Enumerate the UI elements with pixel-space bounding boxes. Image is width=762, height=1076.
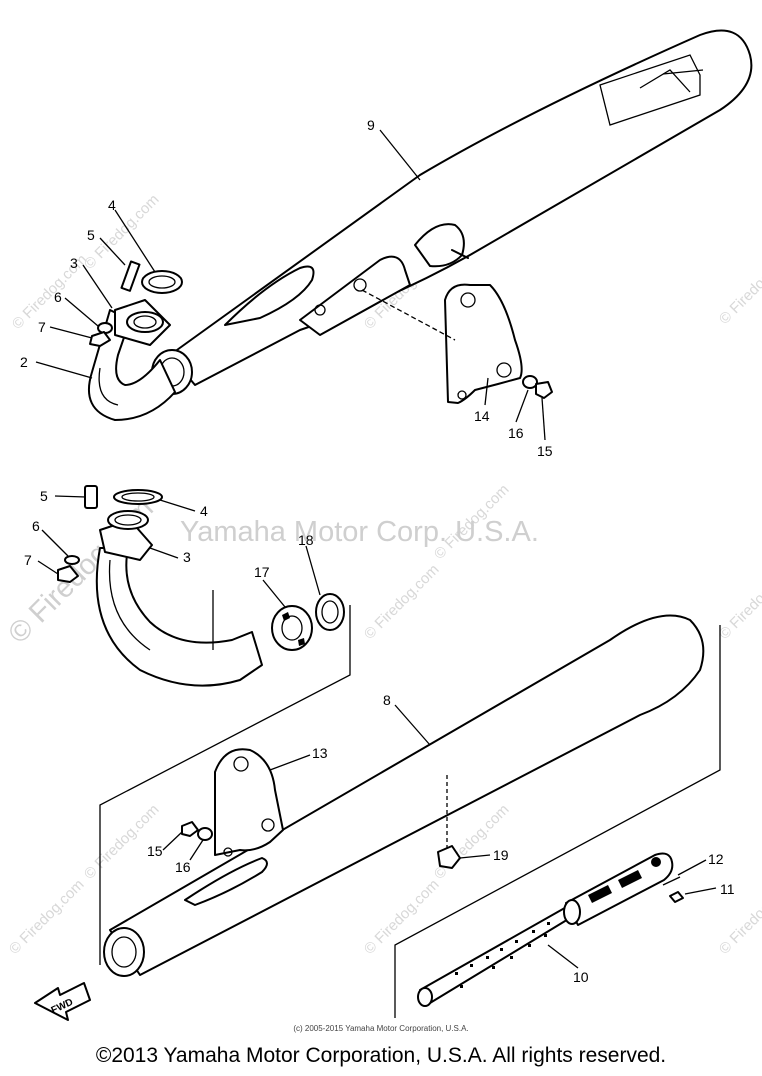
bracket-13 (214, 748, 284, 857)
callout-19: 19 (493, 847, 509, 863)
gasket-4-top (141, 270, 183, 294)
callout-5-top: 5 (87, 227, 95, 243)
callout-6-mid: 6 (32, 518, 40, 534)
callout-6-top: 6 (54, 289, 62, 305)
watermark-firedog: © Firedog.com (9, 251, 91, 333)
watermark-firedog: © Firedog.com (81, 801, 163, 883)
callout-11: 11 (720, 881, 735, 897)
callout-9: 9 (367, 117, 375, 133)
washer-12 (662, 876, 681, 886)
bolt-19 (437, 845, 461, 869)
watermark-firedog: © Firedog.com (716, 246, 762, 328)
callout-7-mid: 7 (24, 552, 32, 568)
callout-8: 8 (383, 692, 391, 708)
callout-14: 14 (474, 408, 490, 424)
nut-7-top (89, 331, 111, 347)
callout-17: 17 (254, 564, 270, 580)
callout-12: 12 (708, 851, 724, 867)
callout-4-mid: 4 (200, 503, 208, 519)
flange-3-mid (99, 510, 153, 561)
stud-5-mid (84, 485, 98, 509)
gasket-4-mid (113, 489, 163, 505)
washer-6-mid (64, 555, 80, 565)
footer-copyright: ©2013 Yamaha Motor Corporation, U.S.A. A… (95, 1044, 667, 1067)
exhaust-pipe-lower (95, 547, 263, 687)
screw-11 (669, 891, 684, 903)
callout-3-mid: 3 (183, 549, 191, 565)
callout-2: 2 (20, 354, 28, 370)
nut-15-bot (181, 821, 199, 837)
callout-3-top: 3 (70, 255, 78, 271)
washer-6-top (97, 322, 113, 334)
gasket-18-inner (321, 600, 339, 624)
watermark-firedog: © Firedog.com (361, 876, 443, 958)
exhaust-pipe-2 (87, 309, 176, 421)
muffler-9 (151, 29, 753, 395)
watermark-company: Yamaha Motor Corp. U.S.A. (180, 516, 539, 548)
callout-18: 18 (298, 532, 314, 548)
watermark-firedog: © Firedog.com (361, 561, 443, 643)
callout-labels: 9 2 3 4 5 6 7 14 16 15 5 4 6 3 7 17 18 8… (20, 117, 735, 985)
callout-10: 10 (573, 969, 589, 985)
assembly-bracket-left (99, 605, 351, 965)
assembly-bracket-right (394, 625, 721, 1018)
callout-15-top: 15 (537, 443, 553, 459)
fwd-arrow: FWD (34, 982, 91, 1021)
callout-7-top: 7 (38, 319, 46, 335)
small-copyright: (c) 2005-2015 Yamaha Motor Corporation, … (293, 1024, 469, 1033)
gasket-4-top-inner (148, 275, 176, 289)
gasket-4-mid-inner (121, 492, 155, 502)
baffle-tube-10 (417, 852, 674, 1007)
watermark-firedog: © Firedog.com (6, 876, 88, 958)
alignment-line (361, 289, 456, 341)
callout-16-top: 16 (508, 425, 524, 441)
washer-16-top (522, 375, 538, 389)
nut-15-top (535, 381, 553, 399)
gasket-18 (315, 593, 345, 631)
callout-4-top: 4 (108, 197, 116, 213)
watermark-firedog: © Firedog.com (716, 561, 762, 643)
callout-15-bot: 15 (147, 843, 163, 859)
washer-16-bot (197, 827, 213, 841)
leader-lines (35, 129, 717, 969)
nut-7-mid (57, 565, 79, 583)
flange-3-top (114, 299, 171, 346)
bracket-14 (444, 283, 523, 404)
stud-5-top (120, 260, 141, 292)
ring-nut-17 (271, 605, 313, 651)
muffler-8 (103, 614, 705, 977)
callout-16-bot: 16 (175, 859, 191, 875)
callout-13: 13 (312, 745, 328, 761)
callout-5-mid: 5 (40, 488, 48, 504)
